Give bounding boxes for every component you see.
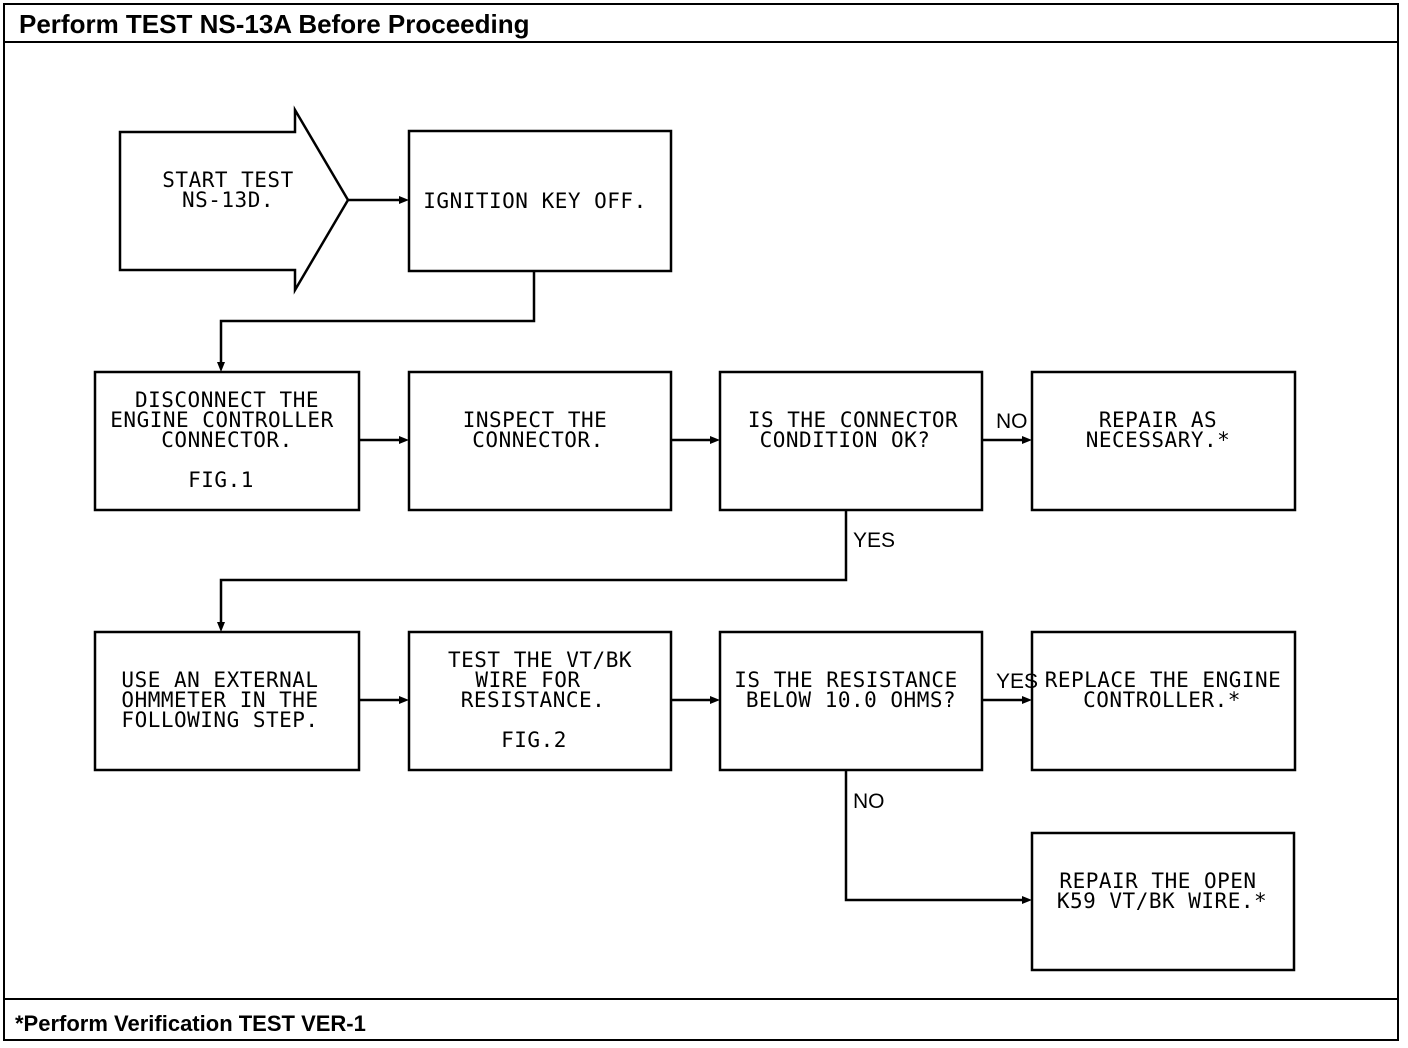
start-text-1: START TEST [162,168,293,192]
label-connector-yes: YES [853,529,895,552]
resistance-decision [718,630,984,772]
disconnect-text-2: ENGINE CONTROLLER [110,408,333,432]
connector-ok-decision [718,370,984,512]
footer-note: *Perform Verification TEST VER-1 [5,998,1397,1040]
ohmmeter-text-2: OHMMETER IN THE [121,688,318,712]
connector-ok-text-1: IS THE CONNECTOR [748,408,958,432]
repair-open-text-1: REPAIR THE OPEN [1059,869,1256,893]
label-resistance-yes: YES [996,670,1038,693]
repair-open-text-2: K59 VT/BK WIRE.* [1057,889,1267,913]
test-wire-text-3: RESISTANCE. [461,688,606,712]
start-text-2: NS-13D. [182,188,274,212]
arrowhead [217,362,225,372]
edge-ignition-disconnect [219,271,536,363]
disconnect-fig: FIG.1 [188,468,254,492]
arrowhead [217,622,225,632]
edge-resistance-no [844,770,1023,902]
label-resistance-no: NO [853,790,885,813]
ohmmeter-text-3: FOLLOWING STEP. [121,708,318,732]
replace-controller-node [1030,630,1297,772]
ohmmeter-text-1: USE AN EXTERNAL [121,668,318,692]
ignition-text: IGNITION KEY OFF. [423,189,646,213]
repair-necessary-text-2: NECESSARY.* [1086,428,1231,452]
page-frame [3,3,1399,1041]
resistance-text-1: IS THE RESISTANCE [734,668,957,692]
replace-text-2: CONTROLLER.* [1083,688,1241,712]
replace-text-1: REPLACE THE ENGINE [1045,668,1282,692]
test-wire-text-2: WIRE FOR [475,668,580,692]
page-title: Perform TEST NS-13A Before Proceeding [5,5,1397,43]
edge-connector-yes [219,510,848,623]
arrowhead [710,436,720,444]
repair-open-node [1030,831,1296,972]
arrowhead [1022,436,1032,444]
test-wire-text-1: TEST THE VT/BK [448,648,632,672]
start-node [118,105,350,295]
arrowhead [1022,896,1032,904]
test-wire-fig: FIG.2 [501,728,567,752]
resistance-text-2: BELOW 10.0 OHMS? [746,688,956,712]
inspect-node [407,370,673,512]
test-wire-node [407,630,673,772]
connector-ok-text-2: CONDITION OK? [760,428,931,452]
arrowhead [399,436,409,444]
repair-necessary-text-1: REPAIR AS [1099,408,1217,432]
ignition-node [407,129,673,273]
repair-necessary-node [1030,370,1297,512]
inspect-text-2: CONNECTOR. [472,428,603,452]
arrowhead [1022,696,1032,704]
arrowhead [710,696,720,704]
disconnect-text-3: CONNECTOR. [161,428,292,452]
label-connector-no: NO [996,410,1028,433]
disconnect-text-1: DISCONNECT THE [135,388,319,412]
arrowhead [399,196,409,204]
arrowhead [399,696,409,704]
inspect-text-1: INSPECT THE [463,408,608,432]
